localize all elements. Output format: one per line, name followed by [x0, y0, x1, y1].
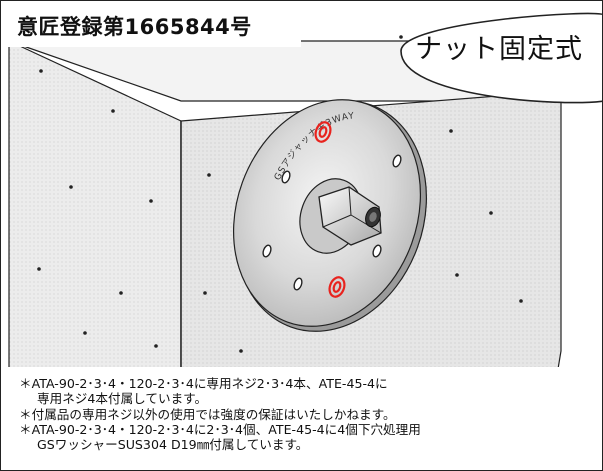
note-item: ＊付属品の専用ネジ以外の使用では強度の保証はいたしかねます。: [19, 407, 396, 422]
registration-title: 意匠登録第1665844号: [17, 15, 252, 39]
fixing-type-badge: ナット固定式: [415, 34, 583, 65]
notes-list: ＊ATA-90-2･3･4・120-2･3･4に専用ネジ2･3･4本、ATE-4…: [19, 377, 599, 453]
note-item: GSワッシャーSUS304 D19㎜付属しています。: [37, 437, 309, 452]
title-box: [1, 1, 301, 47]
note-item: ＊ATA-90-2･3･4・120-2･3･4に2･3･4個、ATE-45-4に…: [19, 422, 421, 437]
screw-bottom: [328, 276, 346, 298]
note-item: ＊ATA-90-2･3･4・120-2･3･4に専用ネジ2･3･4本、ATE-4…: [19, 376, 388, 391]
note-item: 専用ネジ4本付属しています。: [37, 391, 208, 406]
notes-box: [1, 367, 602, 470]
screw-top: [314, 121, 332, 143]
hex-nut: [318, 186, 382, 246]
badge-oval: [400, 12, 602, 104]
